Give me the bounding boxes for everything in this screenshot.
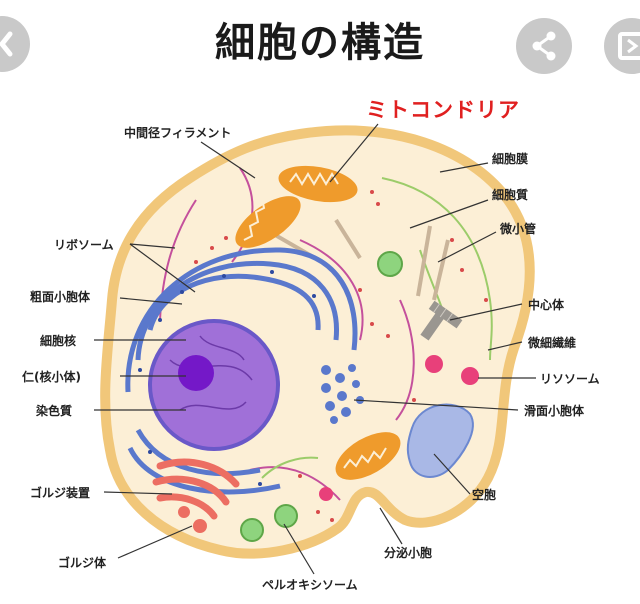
chevron-left-icon [0,31,13,57]
label-microtubule: 微小管 [500,222,537,236]
label-rough-er: 粗面小胞体 [30,290,91,304]
centrosome-shape [420,300,463,341]
label-lysosome: リソソーム [540,372,600,386]
rough-er-shape [125,247,358,495]
nucleus-shape [148,319,280,451]
label-nucleolus: 仁(核小体) [22,370,81,384]
lysosome-shape-2 [461,367,479,385]
label-golgi-apparatus: ゴルジ装置 [30,486,91,500]
label-cytoplasm: 細胞質 [492,188,529,202]
bookmark-button[interactable] [604,18,640,74]
label-intermediate-filament: 中間径フィラメント [124,126,232,140]
label-ribosome: リボソーム [54,238,114,252]
vacuole-shape [406,403,474,478]
smooth-er-shape [321,364,364,424]
lysosome-shape-1 [425,355,443,373]
label-centrosome: 中心体 [528,298,565,312]
mitochondrion-bottom [335,432,401,480]
mitochondrion-top [278,165,358,203]
label-golgi-body: ゴルジ体 [58,556,107,570]
label-microfilament: 微細繊維 [528,336,577,350]
nucleolus-shape [178,355,214,391]
label-peroxisome: ペルオキシソーム [262,578,358,592]
bookmark-icon [618,32,640,60]
label-cell-membrane: 細胞膜 [492,152,529,166]
page-title: 細胞の構造 [215,20,425,66]
label-smooth-er: 滑面小胞体 [524,404,585,418]
share-button[interactable] [516,18,572,74]
back-button[interactable] [0,16,30,72]
label-nucleus: 細胞核 [40,334,77,348]
label-chromatin: 染色質 [36,404,73,418]
label-mitochondria: ミトコンドリア [366,98,520,122]
share-icon [532,31,556,61]
label-vacuole: 空胞 [472,488,497,502]
mitochondrion-left [235,193,301,248]
label-secretory-vesicle: 分泌小胞 [384,546,433,560]
golgi-apparatus-shape [152,458,240,520]
